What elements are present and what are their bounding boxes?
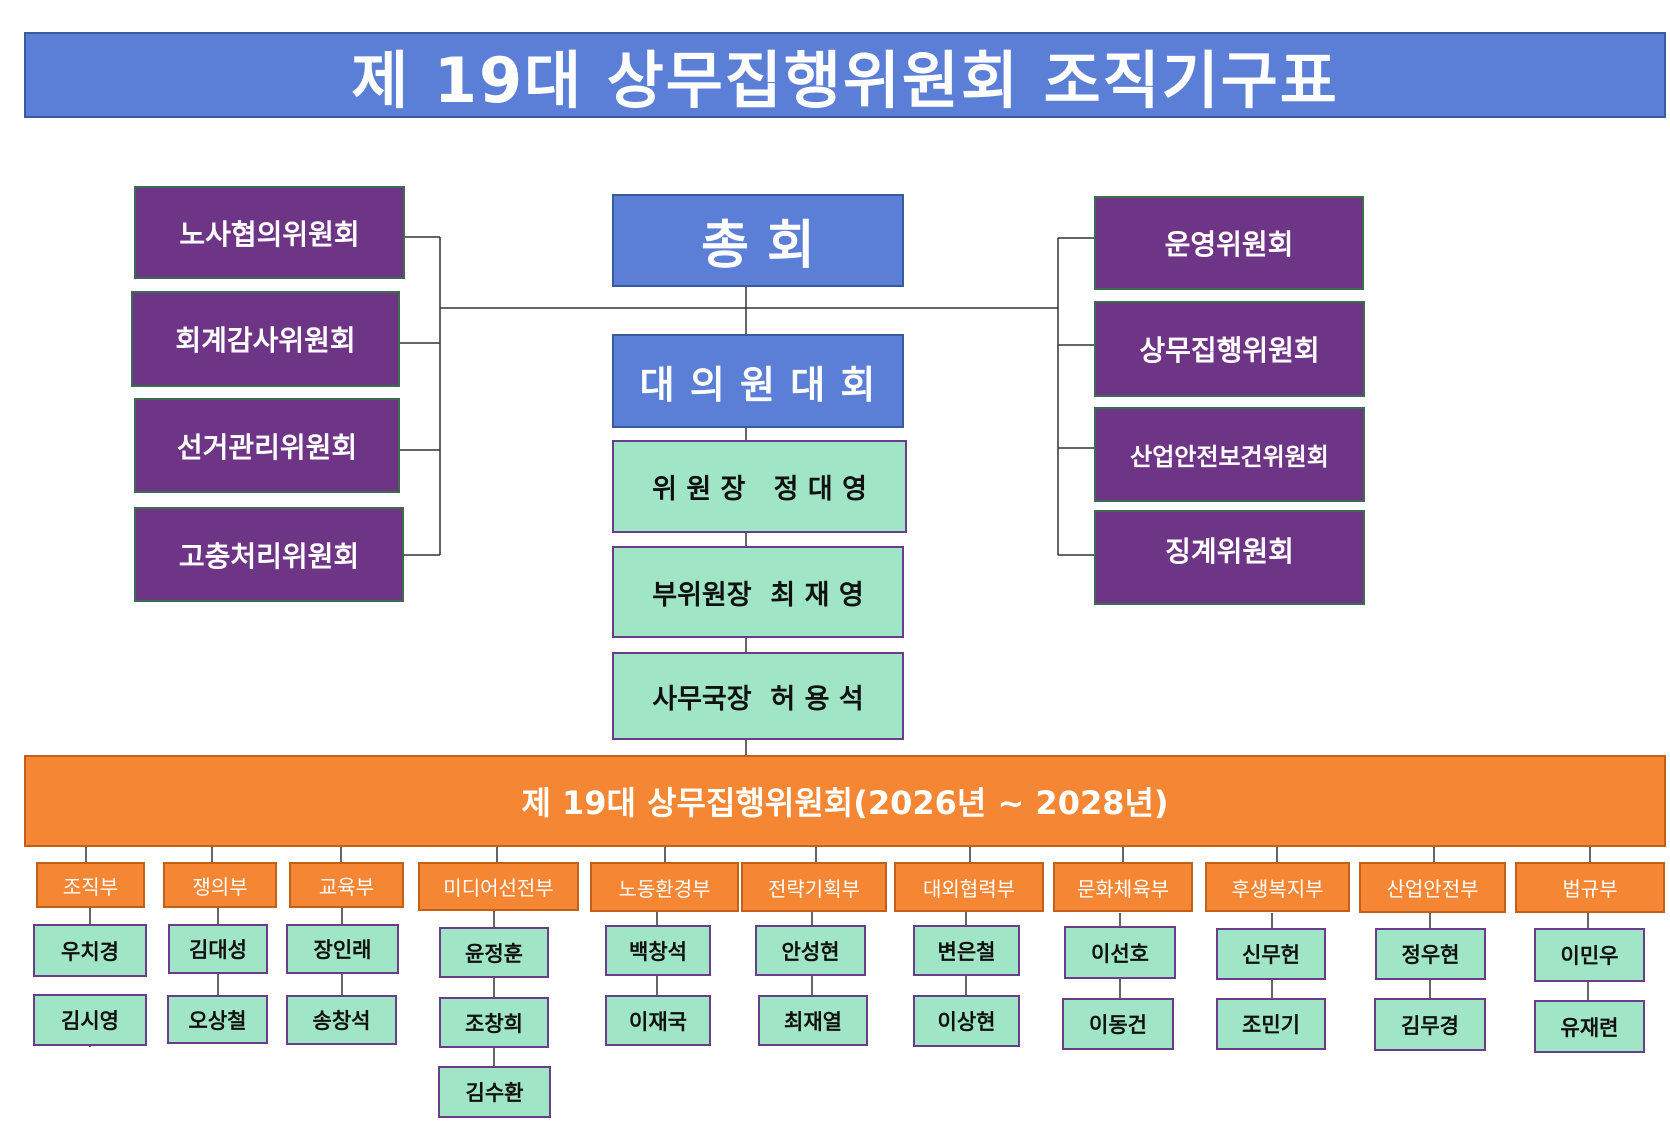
committee-operations: 운영위원회 xyxy=(1094,196,1364,290)
member-box: 조창희 xyxy=(439,997,549,1048)
member-box: 송창석 xyxy=(286,995,397,1045)
chairman-box: 위 원 장 정 대 영 xyxy=(612,440,907,533)
member-box: 안성현 xyxy=(755,925,866,976)
member-box: 백창석 xyxy=(605,925,711,976)
executive-committee-banner: 제 19대 상무집행위원회(2026년 ~ 2028년) xyxy=(24,755,1666,847)
member-box: 이동건 xyxy=(1062,998,1174,1050)
member-box: 김수환 xyxy=(438,1066,551,1118)
member-box: 이재국 xyxy=(605,995,711,1046)
member-box: 조민기 xyxy=(1216,998,1326,1050)
delegates-assembly-box: 대 의 원 대 회 xyxy=(612,334,904,428)
dept-welfare: 후생복지부 xyxy=(1205,862,1350,912)
general-assembly-box: 총 회 xyxy=(612,194,904,287)
committee-executive: 상무집행위원회 xyxy=(1094,301,1365,397)
member-box: 윤정훈 xyxy=(439,927,549,978)
dept-regulations: 법규부 xyxy=(1515,862,1665,913)
member-box: 오상철 xyxy=(167,995,268,1044)
member-box: 이민우 xyxy=(1534,928,1645,982)
member-box: 최재열 xyxy=(758,995,868,1046)
member-box: 김대성 xyxy=(168,924,268,974)
page-title: 제 19대 상무집행위원회 조직기구표 xyxy=(24,32,1666,118)
dept-organization: 조직부 xyxy=(36,862,145,908)
vice-chairman-box: 부위원장 최 재 영 xyxy=(612,546,904,638)
secretary-general-box: 사무국장 허 용 석 xyxy=(612,652,904,740)
dept-media-publicity: 미디어선전부 xyxy=(418,862,579,911)
member-box: 김무경 xyxy=(1374,998,1486,1051)
dept-dispute: 쟁의부 xyxy=(163,862,277,908)
member-box: 이상현 xyxy=(913,995,1020,1047)
member-box: 이선호 xyxy=(1064,926,1176,979)
dept-labor-environment: 노동환경부 xyxy=(590,862,739,912)
dept-strategy-planning: 전략기획부 xyxy=(741,862,887,912)
member-box: 김시영 xyxy=(33,994,147,1046)
member-box: 유재련 xyxy=(1534,1000,1645,1053)
dept-industrial-safety: 산업안전부 xyxy=(1359,862,1506,913)
dept-external-cooperation: 대외협력부 xyxy=(894,862,1044,912)
committee-grievance: 고충처리위원회 xyxy=(134,507,404,602)
member-box: 정우현 xyxy=(1375,928,1486,980)
dept-education: 교육부 xyxy=(289,862,404,908)
member-box: 변은철 xyxy=(913,925,1020,976)
member-box: 신무헌 xyxy=(1216,928,1326,980)
committee-discipline: 징계위원회 xyxy=(1094,510,1365,605)
committee-labor-management: 노사협의위원회 xyxy=(134,186,405,279)
committee-safety-health: 산업안전보건위원회 xyxy=(1094,407,1365,502)
member-box: 우치경 xyxy=(33,924,147,977)
committee-election: 선거관리위원회 xyxy=(134,398,400,493)
committee-audit: 회계감사위원회 xyxy=(131,291,400,387)
member-box: 장인래 xyxy=(286,924,399,974)
dept-culture-sports: 문화체육부 xyxy=(1053,862,1193,912)
